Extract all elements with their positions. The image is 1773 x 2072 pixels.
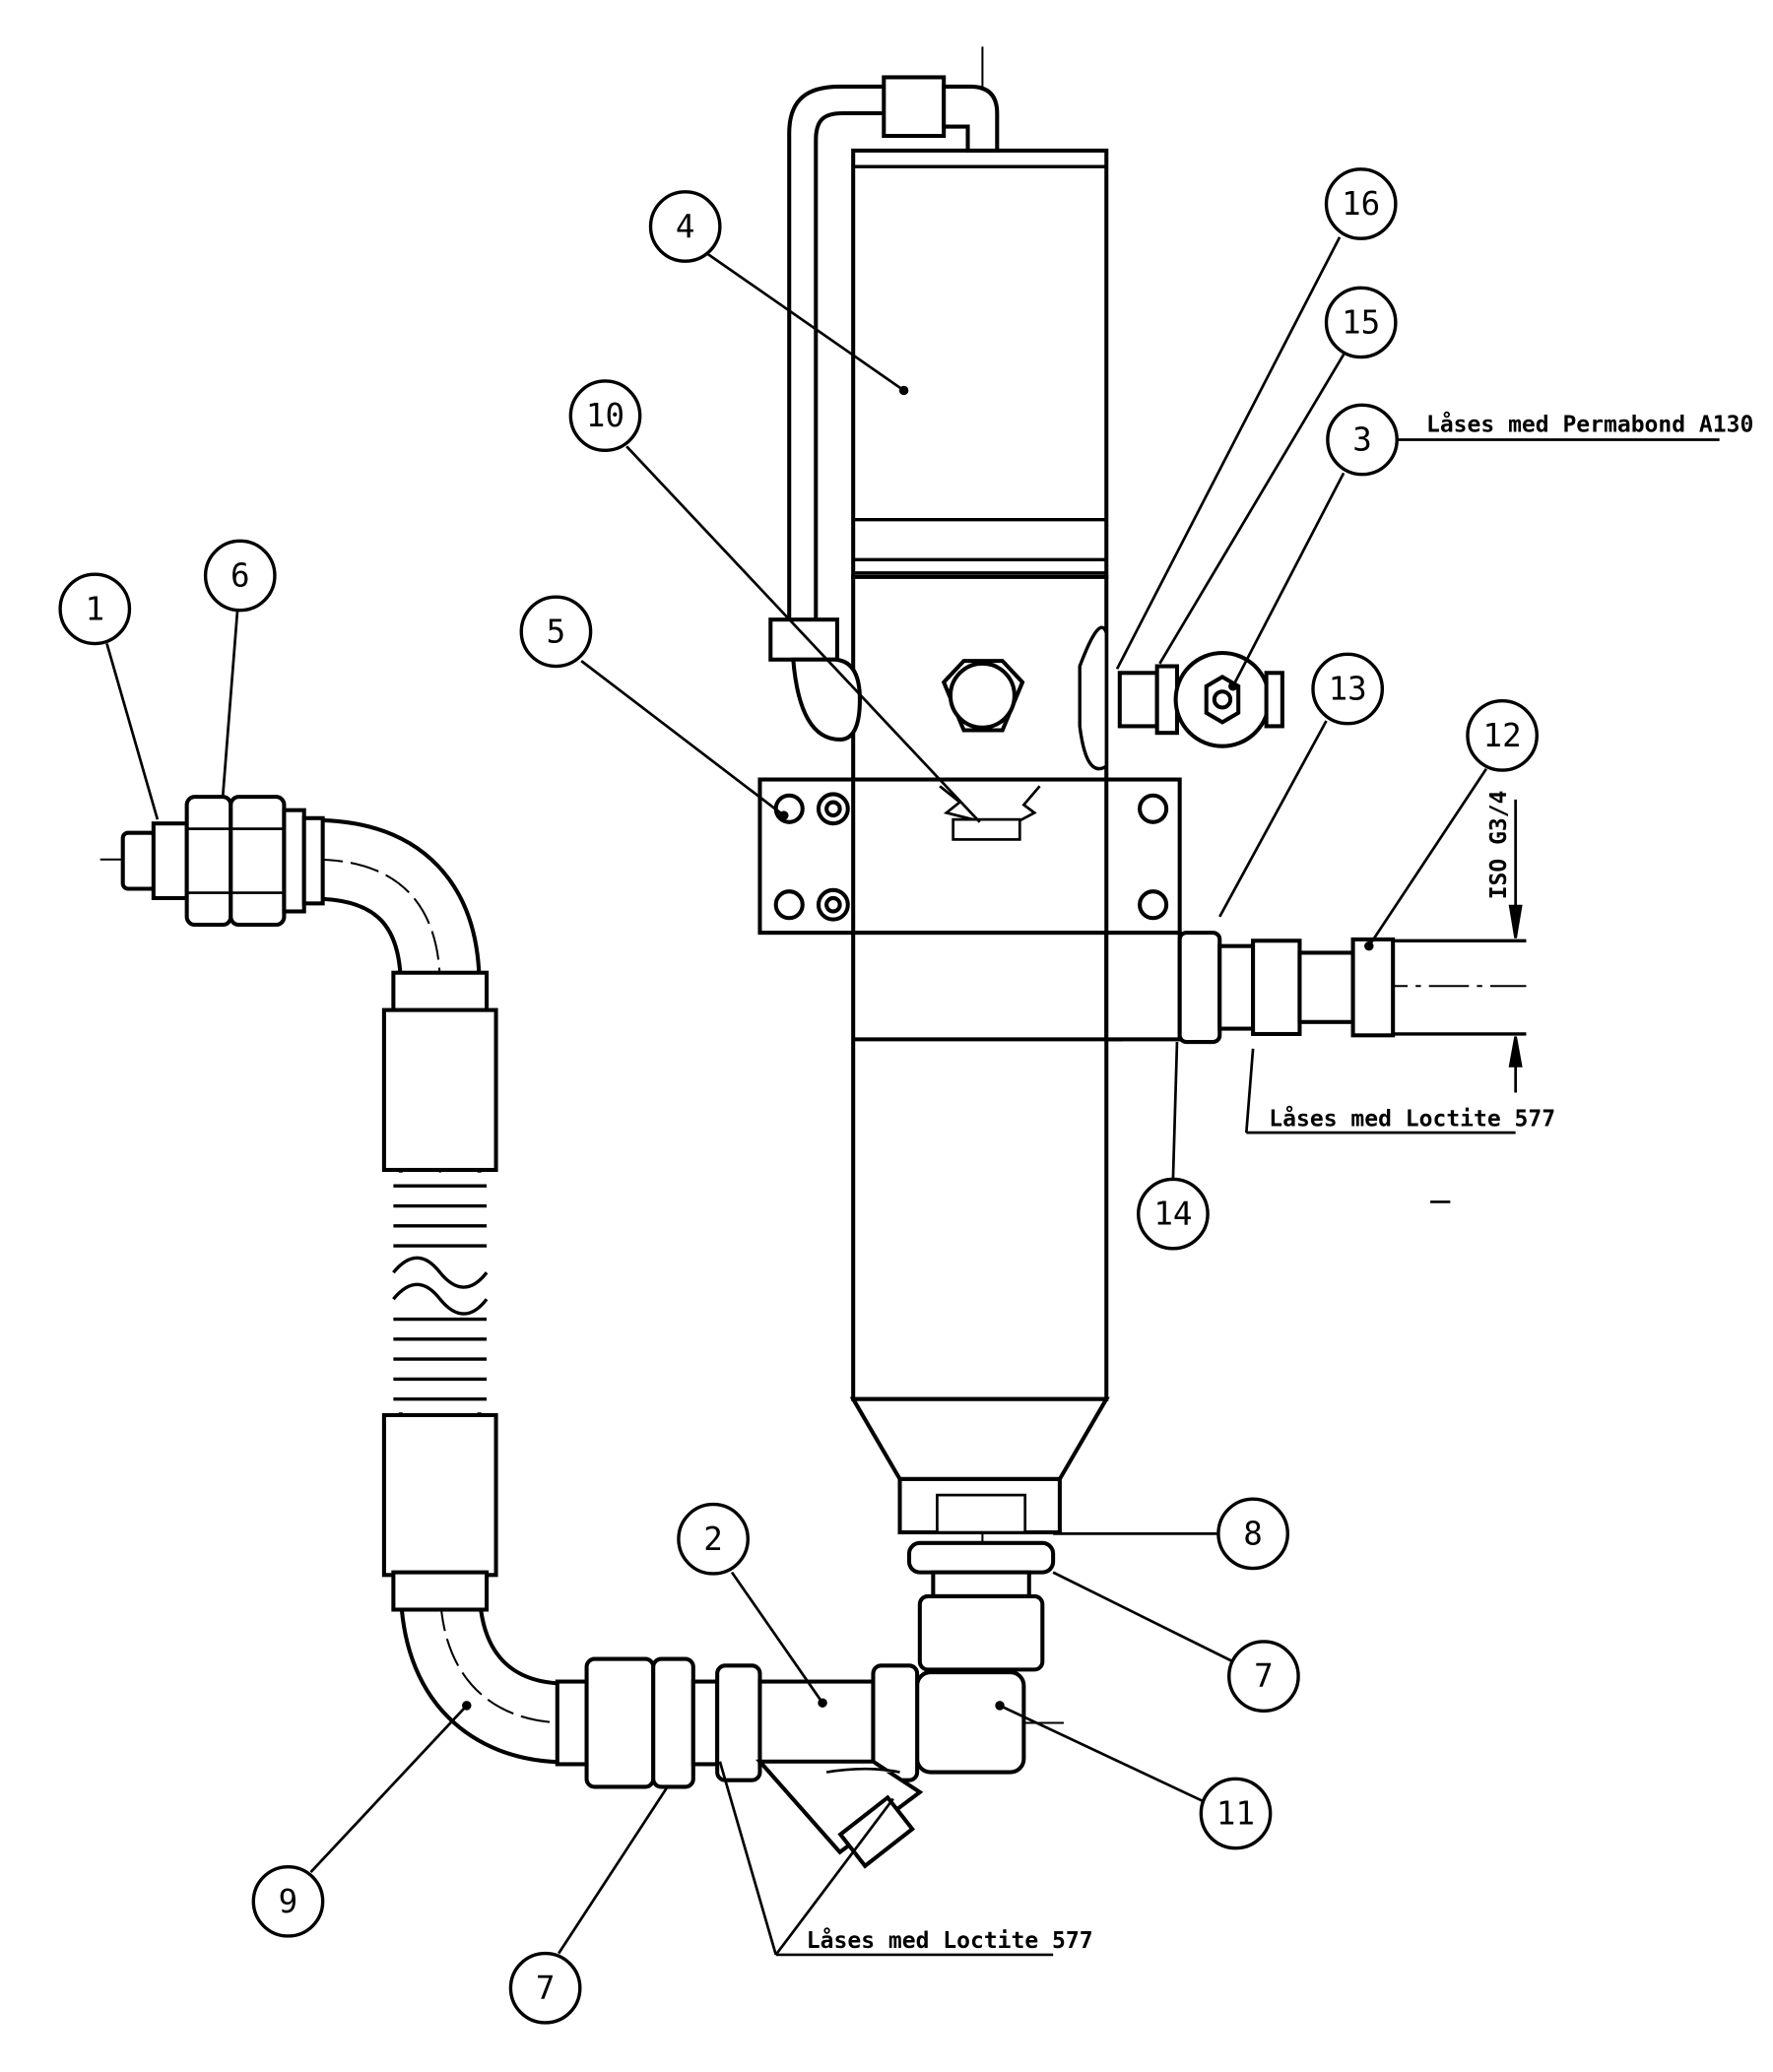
svg-text:12: 12 [1483,717,1522,754]
main-body [757,148,1182,1535]
thread-dimension-label: ISO G3/4 [1486,791,1512,900]
leader-lines [105,236,1720,1957]
balloon-4: 4 [648,190,722,263]
balloon-12: 12 [1466,699,1539,772]
valve-3-15 [1117,650,1284,748]
balloon-3: 3 [1326,403,1399,477]
svg-text:5: 5 [547,613,566,650]
notes: Låses med Permabond A130 Låses med Locti… [807,411,1754,1954]
dimension-iso-g34: ISO G3/4 [1486,791,1523,1093]
balloon-2: 2 [677,1502,750,1576]
hose-9 [311,817,568,1765]
balloon-15: 15 [1324,286,1398,359]
note-loctite-upper: Låses med Loctite 577 [1269,1105,1555,1132]
svg-text:16: 16 [1342,185,1380,223]
svg-text:14: 14 [1153,1196,1192,1233]
svg-text:4: 4 [676,208,695,245]
balloon-5: 5 [519,595,593,669]
balloon-14: 14 [1137,1177,1210,1251]
balloon-8: 8 [1216,1497,1289,1571]
balloon-16: 16 [1324,167,1398,240]
top-pipe [768,75,1000,742]
svg-text:7: 7 [1254,1657,1274,1695]
svg-text:15: 15 [1342,303,1380,341]
fitting-1-6 [120,795,325,928]
note-loctite-lower: Låses med Loctite 577 [807,1927,1093,1954]
svg-text:1: 1 [86,590,105,627]
balloon-11: 11 [1199,1777,1273,1850]
leader-dots [462,385,1374,1711]
svg-text:6: 6 [230,557,250,595]
balloon-7-right: 7 [1227,1640,1300,1714]
balloon-13: 13 [1311,652,1385,726]
svg-text:13: 13 [1329,671,1367,708]
svg-text:10: 10 [586,397,624,434]
balloon-6: 6 [203,539,277,613]
balloon-7-left: 7 [508,1951,582,2025]
svg-text:11: 11 [1216,1795,1255,1833]
svg-text:8: 8 [1243,1515,1263,1552]
svg-text:7: 7 [536,1970,556,2007]
svg-text:9: 9 [279,1883,298,1920]
balloon-1: 1 [58,572,132,646]
svg-text:3: 3 [1352,421,1372,459]
balloon-10: 10 [568,379,642,453]
outlet-12-13-14 [1177,931,1527,1045]
balloon-9: 9 [251,1864,325,1938]
bottom-fittings [555,1540,1056,1869]
svg-text:2: 2 [703,1521,723,1558]
item-balloons: 1 6 5 10 4 16 15 3 13 12 14 8 7 11 2 9 7 [58,167,1539,2025]
note-permabond: Låses med Permabond A130 [1426,411,1753,437]
